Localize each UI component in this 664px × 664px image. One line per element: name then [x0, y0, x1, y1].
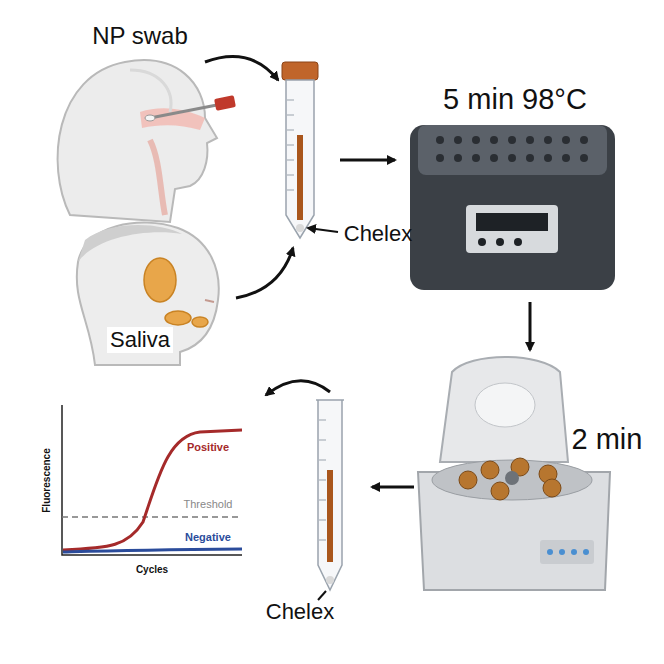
sample-label: Saliva — [107, 327, 173, 353]
swab — [145, 95, 236, 121]
curve-label: Negative — [185, 531, 231, 543]
flow-arrow — [529, 302, 532, 350]
step-label: 5 min 98°C — [443, 84, 587, 116]
step-label: 2 min — [572, 424, 643, 456]
flow-arrow — [266, 381, 330, 395]
tube — [316, 400, 344, 590]
reagent-label: Chelex — [266, 600, 334, 624]
heat-block — [410, 125, 615, 290]
axis-label: Fluorescence — [40, 448, 51, 512]
flow-arrow — [236, 248, 293, 298]
flow-arrow — [372, 486, 414, 489]
leader-line — [308, 228, 338, 232]
leader-line — [318, 591, 326, 600]
saliva-face — [77, 223, 219, 365]
reagent-label: Chelex — [344, 222, 412, 246]
curve-label: Positive — [187, 441, 229, 453]
tube — [282, 62, 318, 238]
sample-label: NP swab — [92, 23, 188, 49]
flow-arrow — [340, 159, 395, 162]
head-profile — [58, 60, 217, 222]
amplification-chart — [62, 405, 242, 555]
axis-label: Cycles — [136, 564, 168, 575]
centrifuge — [418, 357, 610, 590]
flow-arrow — [205, 56, 278, 80]
threshold-label: Threshold — [184, 498, 233, 510]
